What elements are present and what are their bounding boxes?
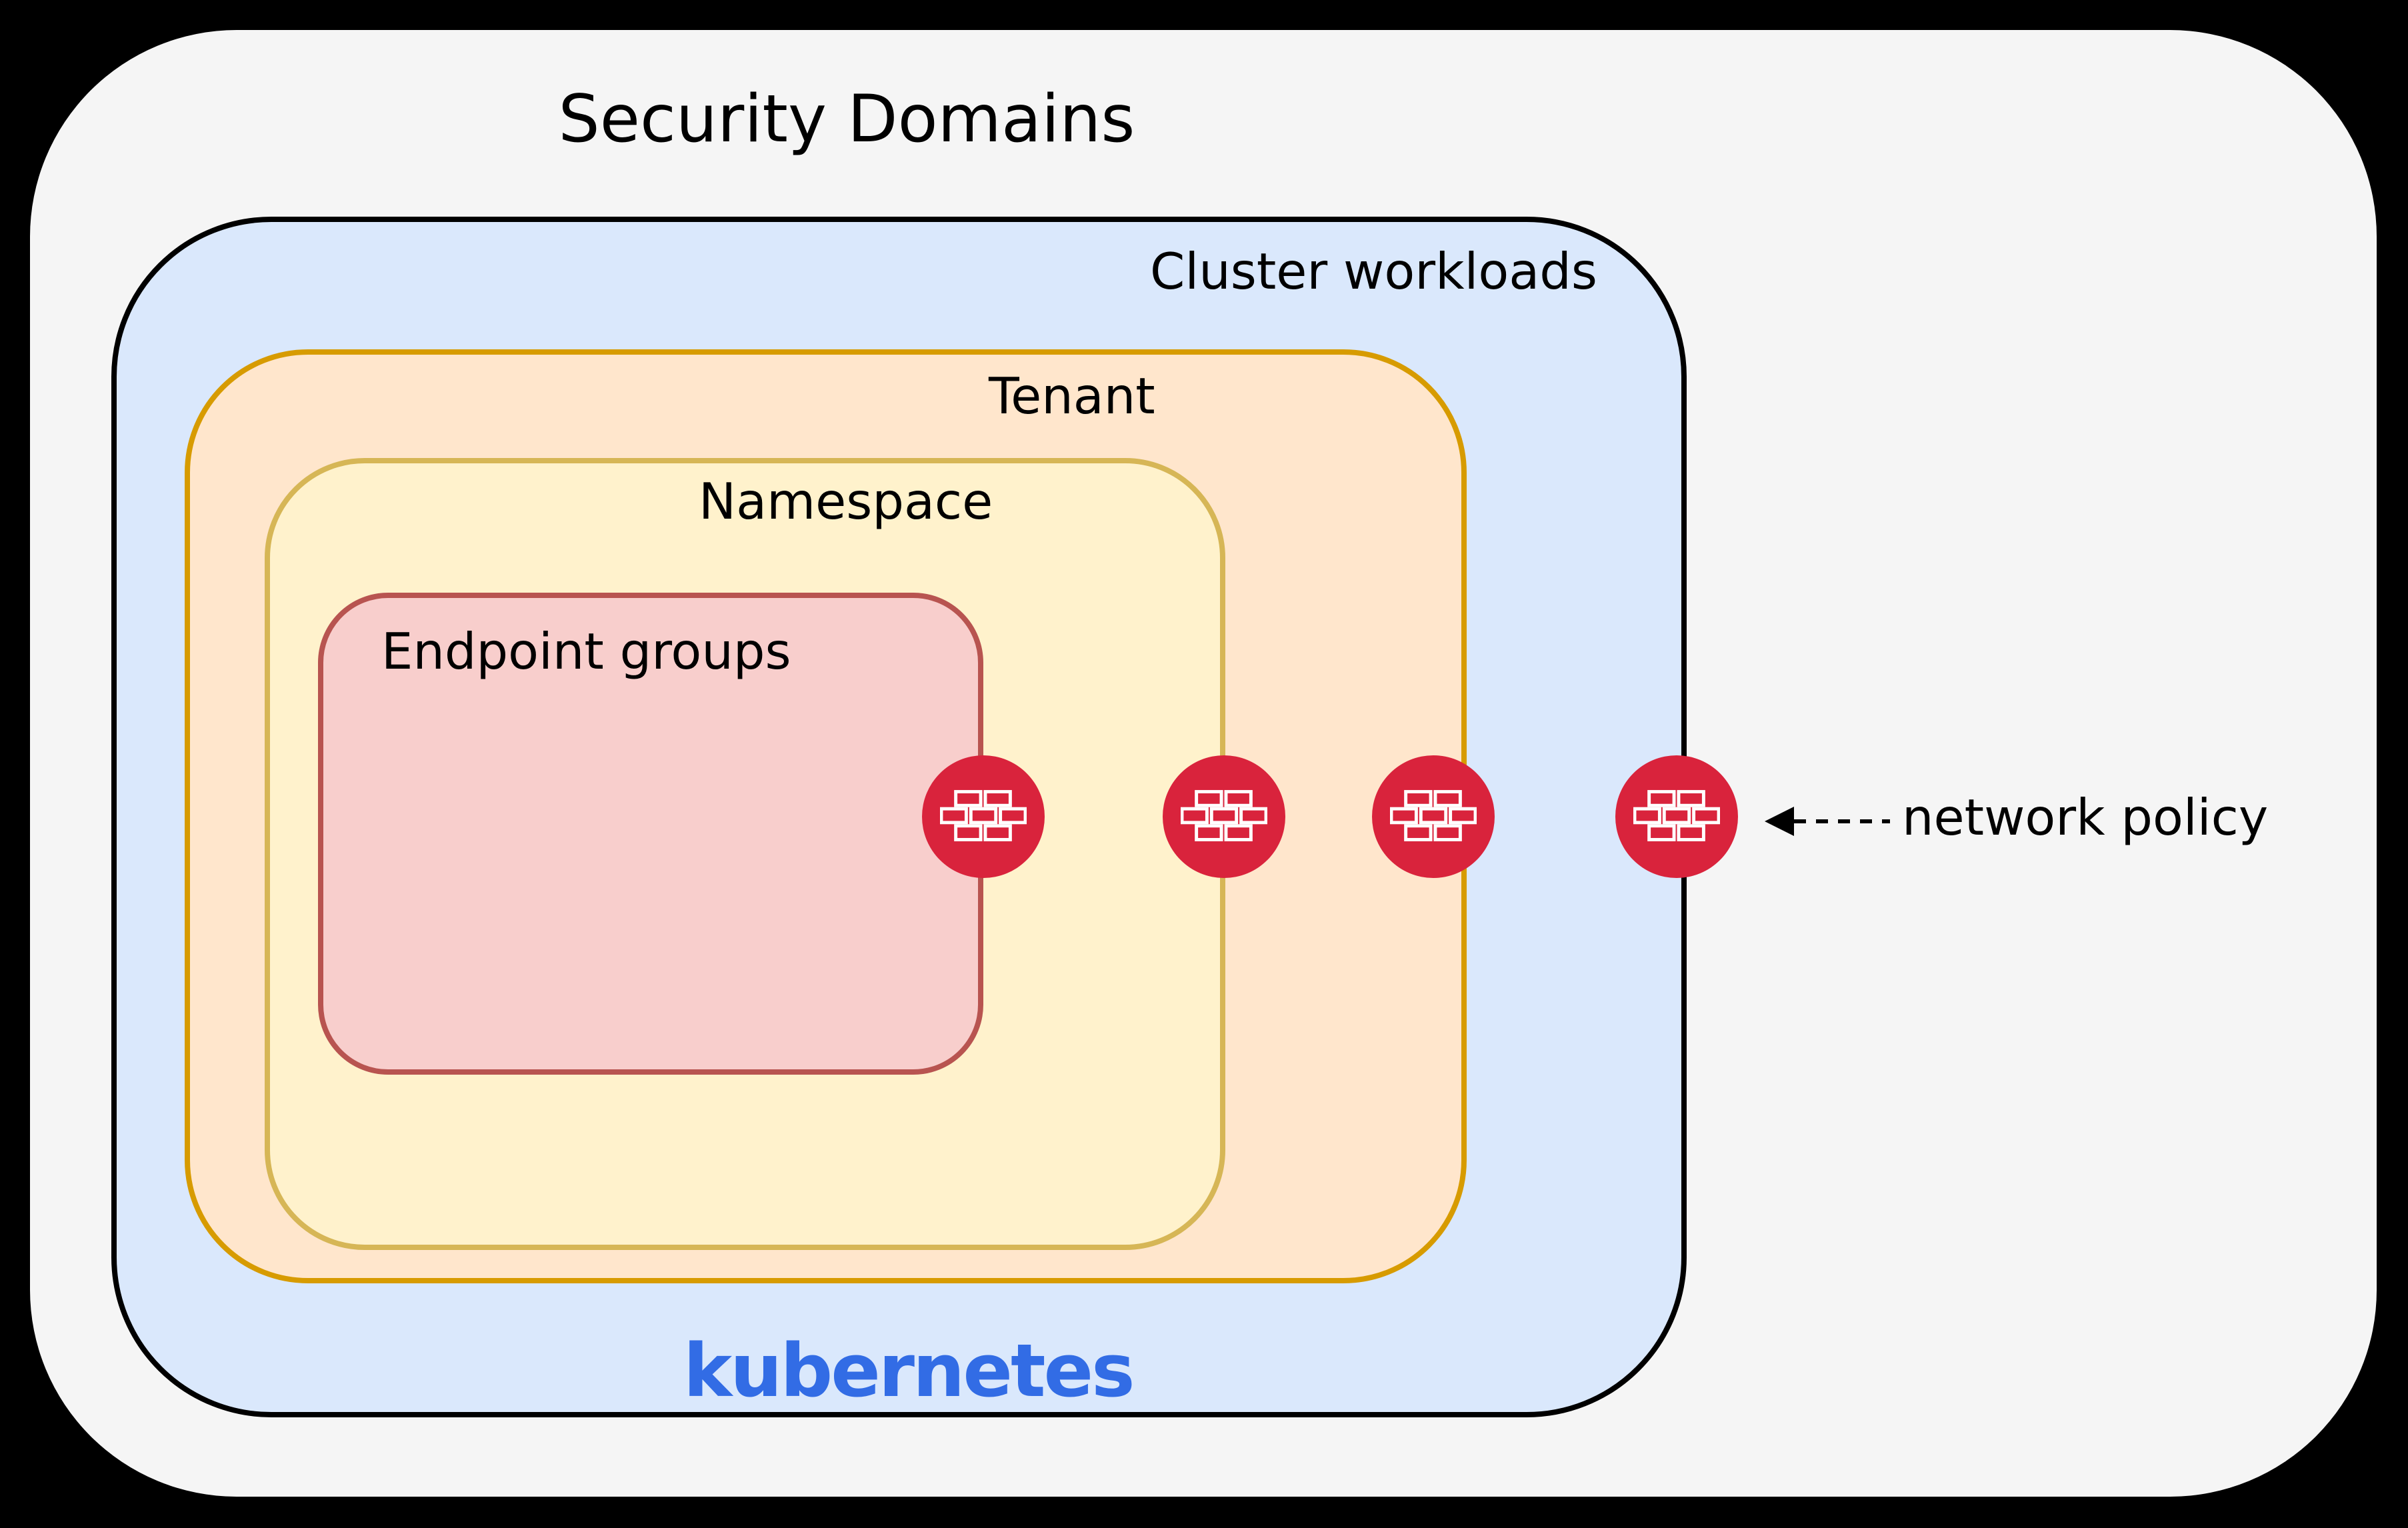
cluster-workloads-label: Cluster workloads xyxy=(1150,242,1597,301)
network-policy-arrow-icon xyxy=(1765,807,1890,836)
firewall-brick-icon xyxy=(939,789,1027,844)
firewall-brick-icon xyxy=(1633,789,1721,844)
endpoint-groups-label: Endpoint groups xyxy=(381,622,791,681)
firewall-brick-icon xyxy=(1389,789,1477,844)
firewall-badge-endpoint-boundary xyxy=(922,755,1045,878)
network-policy-label: network policy xyxy=(1902,788,2269,847)
diagram-title: Security Domains xyxy=(558,81,1135,157)
namespace-label: Namespace xyxy=(699,472,993,531)
firewall-badge-namespace-boundary xyxy=(1163,755,1285,878)
firewall-badge-tenant-boundary xyxy=(1372,755,1495,878)
firewall-badge-cluster-boundary xyxy=(1615,755,1738,878)
tenant-label: Tenant xyxy=(989,367,1155,425)
firewall-brick-icon xyxy=(1180,789,1268,844)
endpoint-groups-box xyxy=(318,593,983,1075)
kubernetes-label: kubernetes xyxy=(683,1328,1135,1413)
